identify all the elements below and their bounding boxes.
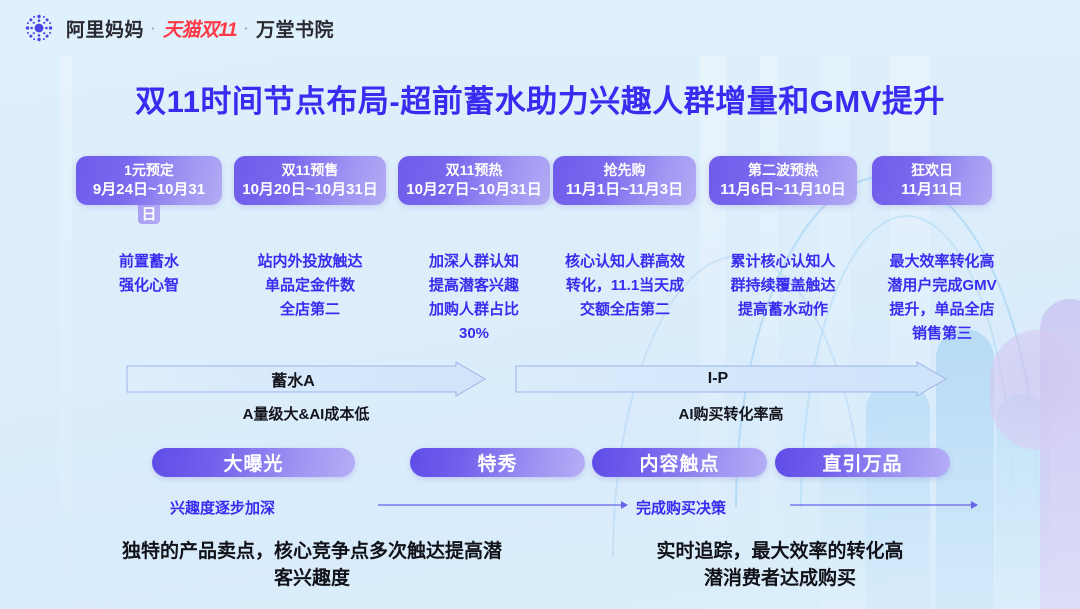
phase-card-5[interactable]: 第二波预热 11月6日~11月10日	[709, 156, 857, 205]
phase-card-3-range: 10月27日~10月31日	[406, 181, 542, 198]
stage-arrow-1-caption: A量级大&AI成本低	[242, 406, 370, 423]
phase-card-6[interactable]: 狂欢日 11月11日	[872, 156, 992, 205]
phase-desc-5: 累计核心认知人 群持续覆盖触达 提高蓄水动作	[730, 253, 836, 318]
stage-arrow-2: I-P	[515, 361, 947, 397]
phase-card-6-name: 狂欢日	[911, 162, 953, 178]
stage-arrow-2-label: I-P	[707, 370, 729, 387]
flow-label-left: 兴趣度逐步加深	[170, 500, 276, 517]
phase-card-2[interactable]: 双11预售 10月20日~10月31日	[234, 156, 386, 205]
stage-arrow-1-label: 蓄水A	[271, 373, 315, 390]
product-pill-2[interactable]: 特秀	[410, 448, 585, 477]
brand-name: 阿里妈妈	[66, 19, 145, 41]
brand-lockup: 阿里妈妈 · 天猫双11 · 万堂书院	[66, 15, 334, 42]
phase-card-4-name: 抢先购	[603, 162, 646, 178]
phase-card-5-name: 第二波预热	[748, 162, 818, 178]
phase-card-3[interactable]: 双11预热 10月27日~10月31日	[398, 156, 550, 205]
phase-card-2-name: 双11预售	[281, 162, 339, 178]
phase-card-1-range-overflow: 日	[76, 205, 222, 224]
product-pill-1[interactable]: 大曝光	[152, 448, 355, 477]
phase-card-1-range: 9月24日~10月31	[92, 181, 206, 198]
stage-arrow-2-caption: AI购买转化率高	[678, 406, 784, 423]
page-title: 双11时间节点布局-超前蓄水助力兴趣人群增量和GMV提升	[135, 84, 945, 119]
phase-card-5-range: 11月6日~11月10日	[720, 181, 846, 198]
phase-card-2-range: 10月20日~10月31日	[242, 181, 378, 198]
product-pill-4-label: 直引万品	[822, 454, 903, 475]
phase-card-3-name: 双11预热	[445, 162, 503, 178]
product-pill-2-label: 特秀	[477, 454, 518, 475]
phase-card-4-range: 11月1日~11月3日	[565, 181, 684, 198]
phase-desc-6: 最大效率转化高 潜用户完成GMV 提升，单品全店 销售第三	[887, 253, 997, 342]
flow-arrow-right	[790, 500, 978, 510]
top-brand-bar: 阿里妈妈 · 天猫双11 · 万堂书院	[0, 0, 1080, 56]
phase-card-1[interactable]: 1元预定 9月24日~10月31 日	[76, 156, 222, 224]
academy-label: 万堂书院	[255, 19, 334, 41]
product-pill-4[interactable]: 直引万品	[775, 448, 950, 477]
phase-desc-4: 核心认知人群高效 转化，11.1当天成 交额全店第二	[564, 253, 685, 318]
bottom-caption-left: 独特的产品卖点，核心竞争点多次触达提高潜 客兴趣度	[121, 541, 502, 589]
phase-desc-2: 站内外投放触达 单品定金件数 全店第二	[257, 253, 363, 318]
phase-card-4[interactable]: 抢先购 11月1日~11月3日	[553, 156, 696, 205]
product-pill-1-label: 大曝光	[223, 454, 284, 475]
flow-arrow-left	[378, 500, 628, 510]
phase-card-1-name: 1元预定	[124, 162, 174, 178]
brand-separator-1: ·	[151, 20, 156, 36]
alimama-burst-icon	[22, 11, 56, 45]
phase-desc-1: 前置蓄水 强化心智	[118, 253, 179, 294]
product-pill-3-label: 内容触点	[639, 454, 720, 475]
tmall-double11-label: 天猫双11	[162, 19, 238, 41]
brand-separator-2: ·	[244, 20, 249, 36]
phase-card-6-range: 11月11日	[901, 181, 963, 198]
stage-arrow-1: 蓄水A	[126, 361, 486, 397]
flow-label-right: 完成购买决策	[636, 500, 727, 517]
phase-desc-3: 加深人群认知 提高潜客兴趣 加购人群占比 30%	[428, 253, 519, 342]
product-pill-3[interactable]: 内容触点	[592, 448, 767, 477]
bottom-caption-right: 实时追踪，最大效率的转化高 潜消费者达成购买	[656, 541, 904, 589]
